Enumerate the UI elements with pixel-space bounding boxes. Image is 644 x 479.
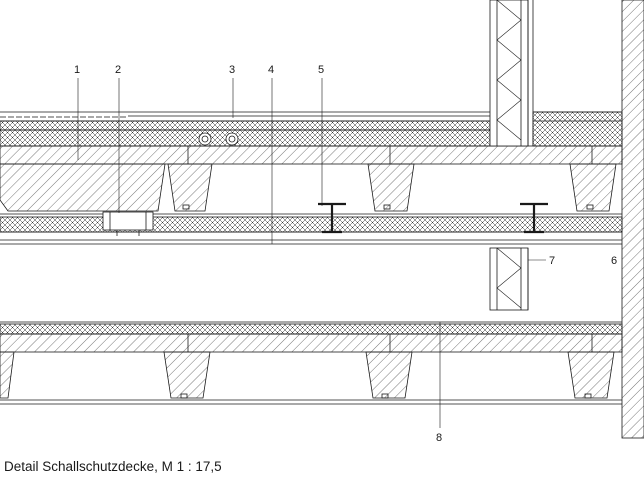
steel-beam-icon — [318, 202, 346, 234]
lower-rib — [567, 351, 615, 399]
pipe-icon — [198, 132, 212, 146]
upper-rib — [0, 163, 166, 212]
label-4: 4 — [268, 64, 274, 76]
figure-caption: Detail Schallschutzdecke, M 1 : 17,5 — [4, 459, 222, 474]
outer-wall — [621, 0, 644, 439]
lower-slab-plate — [0, 333, 623, 353]
suspended-ceiling-insulation — [0, 216, 623, 233]
upper-rib — [569, 163, 617, 212]
label-2: 2 — [115, 64, 121, 76]
upper-rib — [367, 163, 415, 212]
label-8: 8 — [436, 432, 442, 444]
upper-slab-plate — [0, 145, 623, 165]
label-5: 5 — [318, 64, 324, 76]
lower-rib — [163, 351, 211, 399]
steel-beam-icon — [520, 202, 548, 234]
pipe-icon — [225, 132, 239, 146]
label-1: 1 — [74, 64, 80, 76]
pipe-fill-layer — [0, 129, 491, 147]
upper-rib — [167, 163, 213, 212]
label-7: 7 — [549, 255, 555, 267]
hanger-bracket — [102, 211, 154, 231]
lower-rib — [365, 351, 413, 399]
label-6: 6 — [611, 255, 617, 267]
impact-sound-insulation — [0, 120, 491, 131]
label-3: 3 — [229, 64, 235, 76]
